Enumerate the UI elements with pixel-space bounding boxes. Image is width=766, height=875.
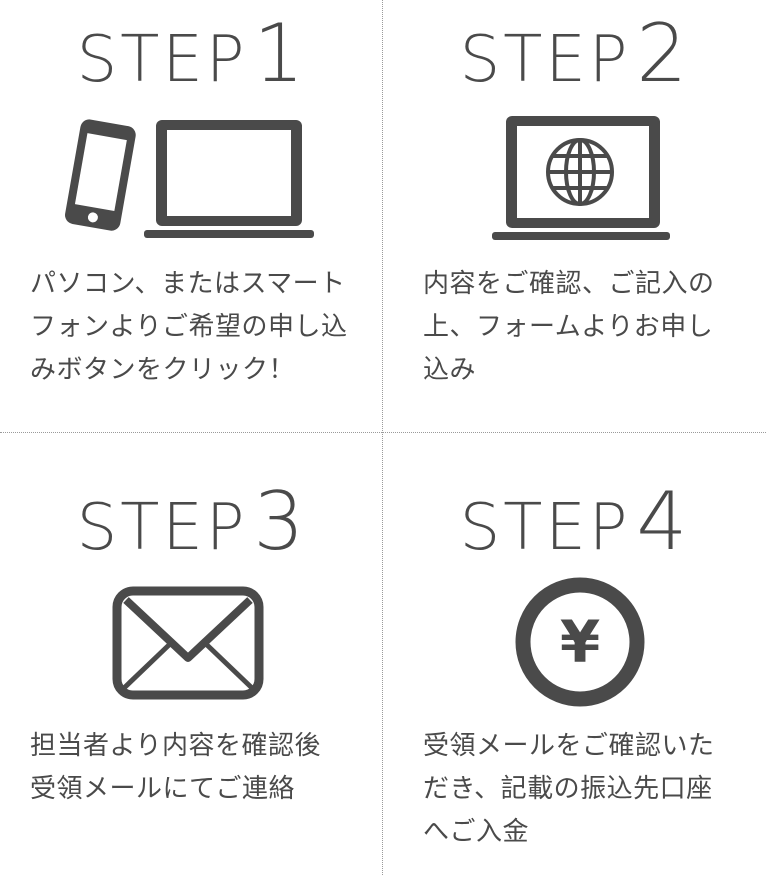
step-4-line-3: へご入金 — [423, 817, 530, 847]
laptop-globe-icon — [492, 116, 670, 240]
step-2-word: STEP — [459, 23, 631, 97]
step-3-icons — [0, 572, 383, 707]
step-1-line-3: みボタンをクリック！ — [30, 355, 296, 385]
step-2-number: 2 — [636, 7, 690, 100]
horizontal-divider — [0, 432, 766, 433]
step-3-title: STEP3 — [0, 482, 383, 562]
step-4-card: STEP4 ¥ 受領メールをご確認いた だき、記載の振込先口座 へご入金 — [383, 433, 766, 875]
step-3-line-2: 受領メールにてご連絡 — [30, 774, 296, 804]
step-3-card: STEP3 担当者より内容を確認後 受領メールにてご連絡 — [0, 433, 383, 875]
globe-icon — [546, 138, 614, 206]
step-2-card: STEP2 — [383, 0, 766, 433]
envelope-icon — [112, 586, 264, 700]
smartphone-icon — [65, 119, 136, 231]
step-4-line-2: だき、記載の振込先口座 — [423, 774, 713, 804]
step-4-description: 受領メールをご確認いた だき、記載の振込先口座 へご入金 — [423, 725, 753, 854]
vertical-divider — [382, 0, 383, 875]
step-3-description: 担当者より内容を確認後 受領メールにてご連絡 — [30, 725, 370, 811]
step-2-line-3: 込み — [423, 355, 477, 385]
step-4-line-1: 受領メールをご確認いた — [423, 731, 715, 761]
yen-coin-icon: ¥ — [515, 577, 645, 707]
step-1-line-1: パソコン、またはスマート — [30, 269, 346, 299]
step-1-line-2: フォンよりご希望の申し込 — [30, 312, 348, 342]
step-1-number: 1 — [253, 7, 307, 100]
step-1-word: STEP — [76, 23, 248, 97]
step-4-icons: ¥ — [383, 572, 766, 707]
step-1-icons — [0, 112, 383, 247]
step-1-card: STEP1 パソコン、またはスマート フォンよりご希望の申し込 — [0, 0, 383, 433]
step-4-number: 4 — [636, 475, 690, 568]
step-3-word: STEP — [76, 491, 248, 565]
step-4-title: STEP4 — [383, 482, 766, 562]
step-3-number: 3 — [253, 475, 307, 568]
laptop-icon — [144, 120, 314, 238]
step-4-word: STEP — [459, 491, 631, 565]
yen-symbol: ¥ — [560, 608, 600, 676]
step-2-title: STEP2 — [383, 14, 766, 94]
step-2-line-2: 上、フォームよりお申し — [423, 312, 714, 342]
step-1-title: STEP1 — [0, 14, 383, 94]
step-2-line-1: 内容をご確認、ご記入の — [423, 269, 715, 299]
step-2-icons — [383, 112, 766, 247]
step-3-line-1: 担当者より内容を確認後 — [30, 731, 321, 761]
step-1-description: パソコン、またはスマート フォンよりご希望の申し込 みボタンをクリック！ — [30, 263, 360, 392]
step-2-description: 内容をご確認、ご記入の 上、フォームよりお申し 込み — [423, 263, 753, 392]
